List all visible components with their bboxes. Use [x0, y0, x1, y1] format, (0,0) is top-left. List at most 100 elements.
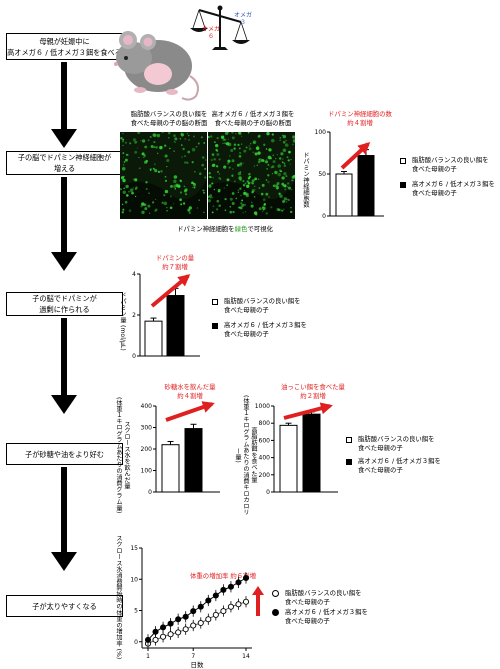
panel1-annotation: ドパミン神経細胞の数 約４割増 — [315, 110, 405, 128]
neuron-cell — [281, 161, 284, 164]
neuron-cell — [223, 138, 227, 141]
neuron-cell — [187, 208, 191, 212]
panel2-legend-open: 脂肪酸バランスの良い餌を食べた母親の子 — [212, 297, 301, 315]
neuron-cell — [125, 184, 129, 189]
neuron-cell — [283, 172, 287, 176]
flow-step-2-line1: 子の脳でドパミン神経細胞が — [17, 153, 112, 162]
point-filled — [160, 624, 167, 631]
flow-step-2: 子の脳でドパミン神経細胞が 増える — [6, 151, 123, 175]
neuron-cell — [120, 176, 125, 180]
neuron-cell — [240, 194, 242, 197]
neuron-cell — [257, 160, 261, 164]
neuron-cell — [283, 208, 285, 210]
neuron-cell — [261, 183, 265, 187]
neuron-cell — [211, 211, 214, 214]
neuron-cell — [253, 195, 256, 198]
neuron-cell — [195, 145, 198, 148]
y-tick-label: 1000 — [255, 403, 270, 410]
neuron-cell — [282, 199, 286, 204]
neuron-cell — [280, 209, 283, 212]
neuron-cell — [250, 143, 252, 145]
neuron-cell — [161, 132, 164, 134]
flow-step-5-text: 子が太りやすくなる — [32, 601, 97, 611]
neuron-cell — [212, 177, 214, 179]
neuron-cell — [174, 188, 177, 190]
neuron-cell — [200, 136, 203, 139]
point-filled — [167, 620, 174, 627]
neuron-cell — [218, 158, 221, 161]
neuron-cell — [126, 194, 129, 197]
neuron-cell — [172, 203, 174, 205]
point-filled — [152, 628, 159, 635]
neuron-cell — [212, 163, 216, 167]
point-filled — [220, 586, 227, 593]
neuron-cell — [140, 140, 142, 142]
neuron-cell — [177, 184, 181, 188]
neuron-cell — [163, 201, 168, 206]
neuron-cell — [213, 141, 216, 144]
neuron-cell — [282, 158, 284, 160]
neuron-cell — [174, 141, 176, 144]
flow-arrow-2 — [61, 177, 67, 253]
neuron-cell — [160, 170, 163, 173]
point-open — [205, 616, 212, 623]
neuron-cell — [123, 161, 126, 163]
neuron-cell — [224, 197, 227, 201]
neuron-cell — [122, 163, 125, 166]
legend-filled-square-icon — [400, 182, 406, 188]
neuron-cell — [224, 165, 226, 168]
panel2-ylabel: ドパミン量 (mol/μL) — [119, 291, 126, 351]
panel2-legend-open-1: 脂肪酸バランスの良い餌を — [224, 297, 301, 305]
neuron-cell — [154, 163, 156, 165]
neuron-cell — [255, 146, 260, 150]
bar-open — [144, 320, 163, 357]
panel3-ylabel-b: 高脂肪餌を食べた量 (体重１キログラムあたりの消費キロカロリー量) — [233, 392, 257, 518]
neuron-cell — [215, 148, 218, 152]
neuron-cell — [255, 213, 258, 216]
neuron-cell — [281, 182, 285, 186]
y-tick-label: 600 — [259, 437, 271, 444]
neuron-cell — [191, 147, 196, 152]
neuron-cell — [285, 139, 287, 142]
point-filled — [227, 583, 234, 590]
neuron-cell — [231, 159, 235, 163]
neuron-cell — [148, 192, 150, 194]
neuron-cell — [223, 142, 227, 145]
y-tick-label: 200 — [141, 446, 153, 453]
y-tick-label: 800 — [259, 420, 271, 427]
panel4-ylabel: スクロース水消費開始時の体重の増加率 (%) — [115, 534, 122, 660]
neuron-cell — [254, 152, 258, 156]
neuron-cell — [248, 145, 250, 147]
neuron-cell — [236, 163, 240, 167]
neuron-cell — [242, 184, 246, 187]
panel2-legend-filled: 高オメガ６ / 低オメガ３餌を食べた母親の子 — [212, 321, 307, 339]
neuron-cell — [129, 142, 132, 145]
neuron-cell — [268, 148, 272, 152]
neuron-cell — [277, 164, 281, 168]
neuron-cell — [134, 141, 137, 144]
neuron-cell — [141, 202, 145, 206]
neuron-cell — [246, 180, 250, 183]
x-tick-label: 14 — [242, 653, 250, 660]
neuron-cell — [286, 185, 289, 188]
neuron-cell — [164, 144, 167, 147]
neuron-cell — [282, 134, 286, 139]
panel2-legend-filled-1: 高オメガ６ / 低オメガ３餌を — [224, 321, 307, 329]
panel1-legend-filled: 高オメガ６ / 低オメガ３餌を食べた母親の子 — [400, 180, 495, 198]
neuron-cell — [289, 163, 291, 165]
neuron-cell — [291, 175, 295, 179]
panel3-legend-filled: 高オメガ６ / 低オメガ３餌を食べた母親の子 — [346, 457, 441, 475]
y-tick-label: 400 — [259, 455, 271, 462]
neuron-cell — [276, 208, 280, 211]
panel3-ylabel-a: スクロース水を飲んだ量 (体重１キログラムあたりの消費グラム量) — [114, 396, 130, 514]
neuron-cell — [149, 168, 153, 171]
neuron-cell — [209, 135, 213, 138]
panel2-annotation-1: ドパミンの量 — [155, 254, 195, 262]
neuron-cell — [251, 189, 255, 193]
neuron-cell — [166, 206, 168, 209]
flow-step-2-line2: 増える — [53, 164, 76, 173]
panel3-annotation-a: 砂糖水を飲んだ量 約４割増 — [150, 383, 230, 401]
neuron-cell — [211, 182, 214, 185]
neuron-cell — [292, 143, 294, 146]
neuron-cell — [257, 145, 259, 147]
